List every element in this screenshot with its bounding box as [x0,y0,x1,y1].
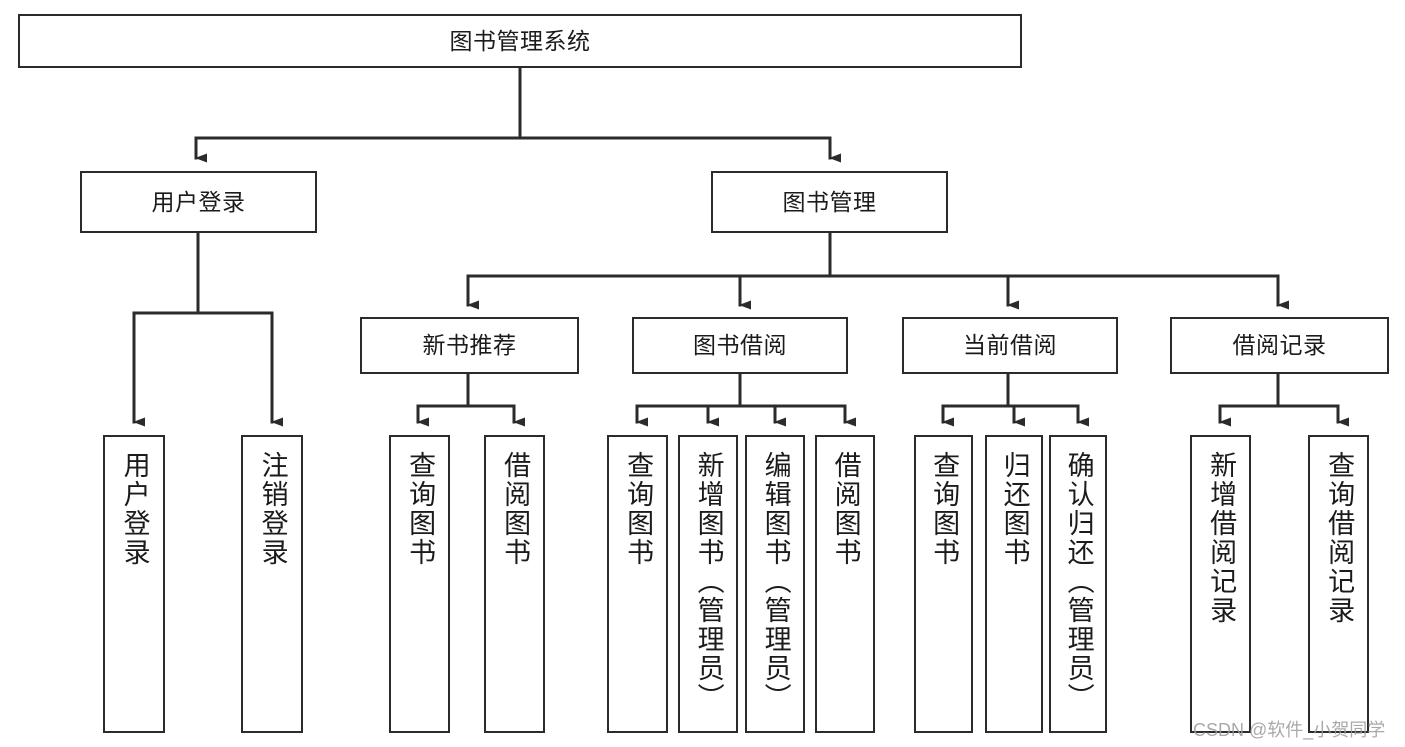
node-leaf-query-book-2[interactable]: 查询图书 [607,435,668,733]
node-leaf-user-logout[interactable]: 注销登录 [241,435,303,733]
node-leaf-query-borrow-record[interactable]: 查询借阅记录 [1308,435,1369,733]
node-leaf-return-book-label: 归还图书 [999,451,1030,567]
node-new-book-recommend[interactable]: 新书推荐 [360,317,579,374]
node-root[interactable]: 图书管理系统 [18,14,1022,68]
node-leaf-add-book-admin[interactable]: 新增图书（管理员） [678,435,738,733]
node-borrow-record[interactable]: 借阅记录 [1170,317,1389,374]
node-leaf-user-login-label: 用户登录 [119,451,150,567]
node-leaf-borrow-book-2[interactable]: 借阅图书 [815,435,875,733]
csdn-watermark: CSDN @软件_小贺同学 [1193,720,1386,740]
node-leaf-add-borrow-record[interactable]: 新增借阅记录 [1190,435,1251,733]
node-leaf-query-book-3-label: 查询图书 [929,451,960,567]
node-leaf-query-book-2-label: 查询图书 [623,451,654,567]
node-current-borrow[interactable]: 当前借阅 [902,317,1118,374]
node-leaf-edit-book-admin-label: 编辑图书（管理员） [760,451,791,712]
node-current-borrow-label: 当前借阅 [963,332,1057,359]
node-leaf-query-book-1-label: 查询图书 [405,451,436,567]
node-leaf-query-book-3[interactable]: 查询图书 [914,435,973,733]
node-book-manage[interactable]: 图书管理 [711,171,948,233]
node-leaf-add-borrow-record-label: 新增借阅记录 [1206,451,1237,625]
node-leaf-add-book-admin-label: 新增图书（管理员） [693,451,724,712]
node-user-login[interactable]: 用户登录 [80,171,317,233]
node-leaf-borrow-book-2-label: 借阅图书 [830,451,861,567]
node-user-login-label: 用户登录 [151,188,246,215]
node-root-label: 图书管理系统 [449,27,591,54]
node-book-manage-label: 图书管理 [782,188,877,215]
node-leaf-query-borrow-record-label: 查询借阅记录 [1324,451,1355,625]
node-new-book-recommend-label: 新书推荐 [422,332,517,359]
node-leaf-confirm-return-admin-label: 确认归还（管理员） [1063,451,1094,712]
node-leaf-borrow-book-1-label: 借阅图书 [500,451,531,567]
node-leaf-borrow-book-1[interactable]: 借阅图书 [484,435,545,733]
node-leaf-edit-book-admin[interactable]: 编辑图书（管理员） [745,435,805,733]
node-leaf-user-login[interactable]: 用户登录 [103,435,165,733]
node-leaf-user-logout-label: 注销登录 [257,451,288,567]
node-book-borrow-label: 图书借阅 [693,332,787,359]
node-book-borrow[interactable]: 图书借阅 [632,317,848,374]
node-borrow-record-label: 借阅记录 [1232,332,1327,359]
node-leaf-return-book[interactable]: 归还图书 [985,435,1043,733]
node-leaf-confirm-return-admin[interactable]: 确认归还（管理员） [1049,435,1107,733]
node-leaf-query-book-1[interactable]: 查询图书 [389,435,450,733]
